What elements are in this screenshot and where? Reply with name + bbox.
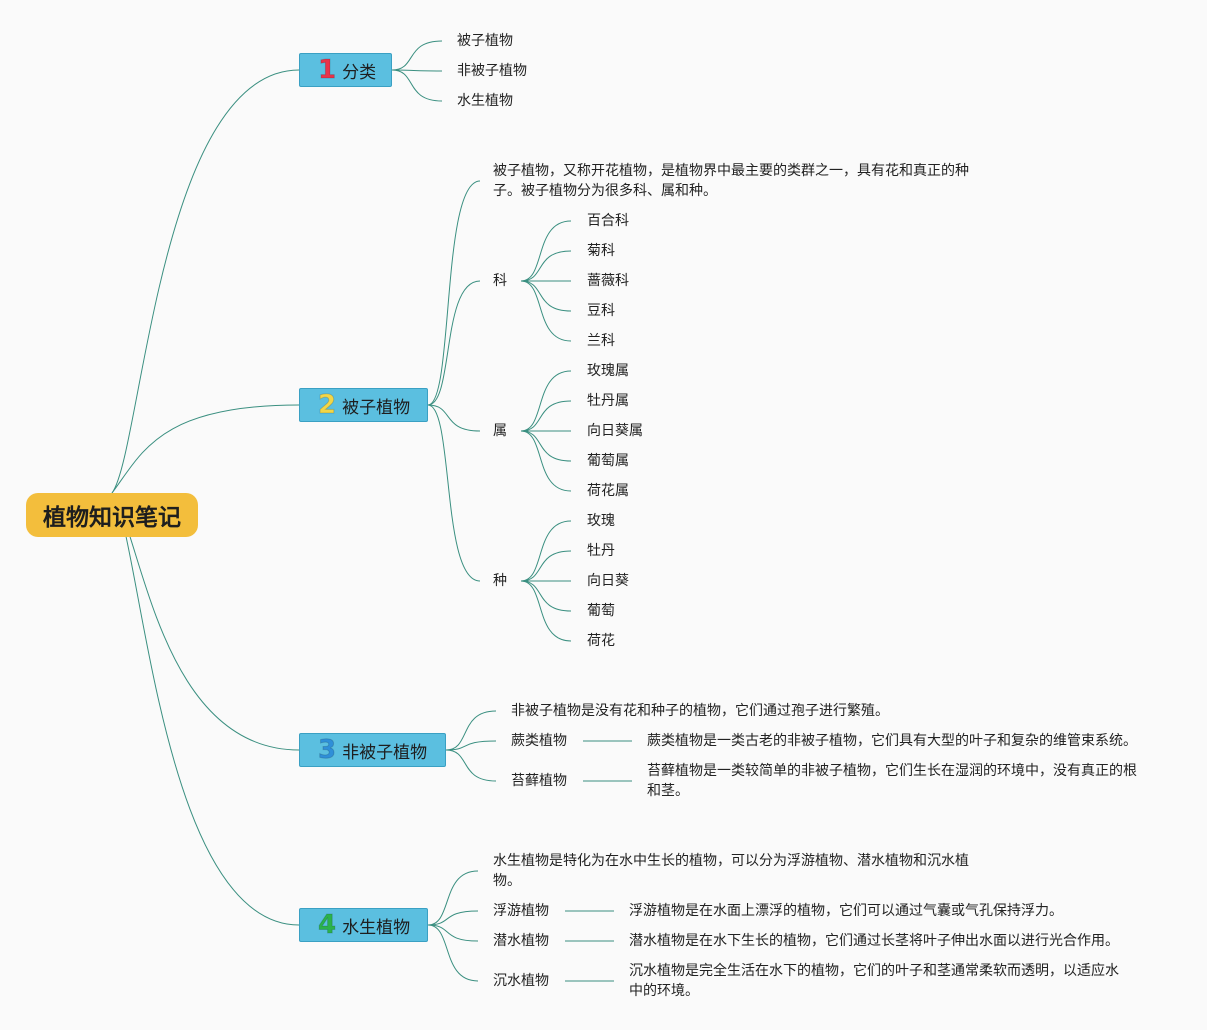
- connector-line: [391, 69, 443, 72]
- root-connector: [111, 69, 300, 494]
- connector-line: [520, 250, 572, 282]
- branch-4-aquatic[interactable]: 4 水生植物: [299, 908, 428, 942]
- family-item[interactable]: 豆科: [587, 303, 615, 319]
- connector-line: [520, 400, 572, 432]
- non-angiosperm-desc[interactable]: 蕨类植物是一类古老的非被子植物，它们具有大型的叶子和复杂的维管束系统。: [647, 733, 1137, 749]
- aquatic-intro[interactable]: 水生植物是特化为在水中生长的植物，可以分为浮游植物、潜水植物和沉水植物。: [493, 853, 969, 889]
- connector-line: [391, 69, 443, 102]
- branch-1-classification[interactable]: 1 分类: [299, 53, 392, 87]
- branch-2-angiosperms[interactable]: 2 被子植物: [299, 388, 428, 422]
- classification-item[interactable]: 非被子植物: [457, 63, 527, 79]
- aquatic-desc[interactable]: 浮游植物是在水面上漂浮的植物，它们可以通过气囊或气孔保持浮力。: [629, 903, 1063, 919]
- species-item[interactable]: 向日葵: [587, 573, 629, 589]
- non-angiosperm-desc[interactable]: 苔藓植物是一类较简单的非被子植物，它们生长在湿润的环境中，没有真正的根和茎。: [647, 763, 1137, 799]
- connector-line: [427, 870, 479, 926]
- connector-line: [427, 404, 481, 582]
- connector-line: [520, 370, 572, 432]
- classification-item[interactable]: 水生植物: [457, 93, 513, 109]
- connector-line: [427, 910, 479, 926]
- connector-line: [445, 740, 497, 751]
- connector-line: [520, 280, 572, 312]
- genus-item[interactable]: 牡丹属: [587, 393, 629, 409]
- connector-line: [520, 520, 572, 582]
- connector-line: [445, 710, 497, 751]
- species-item[interactable]: 玫瑰: [587, 513, 615, 529]
- connector-line: [520, 220, 572, 282]
- connector-line: [427, 180, 481, 406]
- group-species[interactable]: 种: [493, 573, 507, 589]
- root-connector: [111, 492, 300, 926]
- connector-line: [520, 280, 572, 342]
- connector-line: [427, 924, 479, 942]
- root-topic[interactable]: 植物知识笔记: [26, 493, 198, 537]
- connector-line: [427, 404, 481, 432]
- group-genus[interactable]: 属: [493, 423, 507, 439]
- connector-line: [445, 749, 497, 782]
- connector-line: [427, 924, 479, 982]
- aquatic-item[interactable]: 潜水植物: [493, 933, 549, 949]
- family-item[interactable]: 百合科: [587, 213, 629, 229]
- branch-label: 被子植物: [342, 397, 411, 418]
- connector-line: [520, 550, 572, 582]
- branch-3-non-angiosperms[interactable]: 3 非被子植物: [299, 733, 446, 767]
- non-angiosperm-intro[interactable]: 非被子植物是没有花和种子的植物，它们通过孢子进行繁殖。: [511, 703, 889, 719]
- classification-item[interactable]: 被子植物: [457, 33, 513, 49]
- non-angiosperm-item[interactable]: 苔藓植物: [511, 773, 567, 789]
- species-item[interactable]: 荷花: [587, 633, 615, 649]
- aquatic-item[interactable]: 浮游植物: [493, 903, 549, 919]
- connector-line: [520, 430, 572, 492]
- branch-label: 分类: [342, 62, 377, 83]
- connector-line: [427, 280, 481, 406]
- species-item[interactable]: 牡丹: [587, 543, 615, 559]
- connector-line: [520, 580, 572, 612]
- genus-item[interactable]: 玫瑰属: [587, 363, 629, 379]
- number-4-icon: 4: [317, 910, 337, 941]
- genus-item[interactable]: 向日葵属: [587, 423, 643, 439]
- species-item[interactable]: 葡萄: [587, 603, 615, 619]
- family-item[interactable]: 菊科: [587, 243, 615, 259]
- group-family[interactable]: 科: [493, 273, 507, 289]
- number-1-icon: 1: [317, 55, 337, 86]
- branch-label: 水生植物: [342, 917, 411, 938]
- genus-item[interactable]: 荷花属: [587, 483, 629, 499]
- aquatic-desc[interactable]: 沉水植物是完全生活在水下的植物，它们的叶子和茎通常柔软而透明，以适应水中的环境。: [629, 963, 1119, 999]
- number-2-icon: 2: [317, 390, 337, 421]
- aquatic-desc[interactable]: 潜水植物是在水下生长的植物，它们通过长茎将叶子伸出水面以进行光合作用。: [629, 933, 1119, 949]
- family-item[interactable]: 蔷薇科: [587, 273, 629, 289]
- number-3-icon: 3: [317, 735, 337, 766]
- non-angiosperm-item[interactable]: 蕨类植物: [511, 733, 567, 749]
- connector-line: [391, 40, 443, 71]
- connector-line: [520, 580, 572, 642]
- angiosperm-intro[interactable]: 被子植物，又称开花植物，是植物界中最主要的类群之一，具有花和真正的种子。被子植物…: [493, 163, 969, 199]
- root-connector: [111, 404, 300, 494]
- family-item[interactable]: 兰科: [587, 333, 615, 349]
- connector-line: [520, 430, 572, 462]
- branch-label: 非被子植物: [342, 742, 428, 763]
- genus-item[interactable]: 葡萄属: [587, 453, 629, 469]
- aquatic-item[interactable]: 沉水植物: [493, 973, 549, 989]
